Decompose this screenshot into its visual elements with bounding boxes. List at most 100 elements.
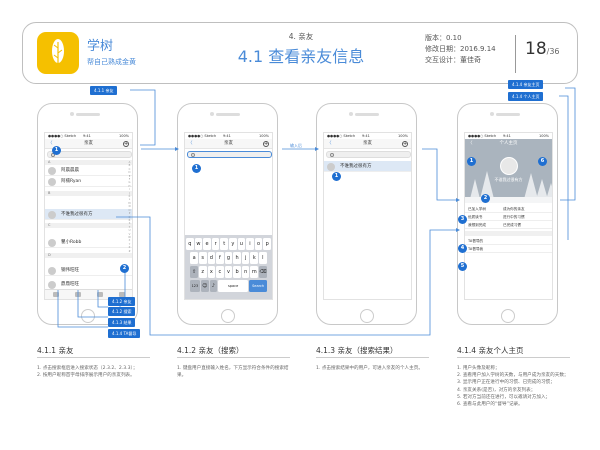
section-header	[465, 231, 552, 236]
stat-row: 已加入学树成为你的亲友	[465, 205, 552, 213]
nav-bar: 〈 亲友 +	[45, 139, 132, 149]
list-item[interactable]: 阿晨晨晨	[45, 165, 132, 176]
key-n[interactable]: n	[241, 266, 250, 278]
search-result-item[interactable]: 不谁我过很有方	[324, 161, 411, 172]
avatar	[48, 266, 56, 275]
key-q[interactable]: q	[186, 238, 194, 250]
add-friend-button[interactable]: +	[123, 141, 129, 147]
key-i[interactable]: i	[246, 238, 254, 250]
key-k[interactable]: k	[250, 252, 259, 264]
search-input[interactable]	[326, 151, 411, 158]
key-s[interactable]: s	[198, 252, 207, 264]
section-header: C	[45, 223, 132, 228]
section-label: 4. 亲友	[288, 32, 314, 41]
search-icon	[330, 153, 334, 157]
avatar	[48, 210, 56, 219]
key-c[interactable]: c	[216, 266, 224, 278]
annotation-badge-2: 2	[481, 194, 490, 203]
home-button	[81, 309, 95, 323]
section-description: 1. 点击搜索结果中的用户，可进入亲友的个人主页。	[316, 366, 423, 371]
stat-row: 我想到完成已完成习惯	[465, 221, 552, 229]
page-title: 4.1 查看亲友信息	[237, 47, 365, 66]
key-j[interactable]: j	[241, 252, 250, 264]
key-h[interactable]: h	[233, 252, 241, 264]
key-o[interactable]: o	[254, 238, 263, 250]
key-f[interactable]: f	[216, 252, 224, 264]
annotation-badge-6: 6	[538, 157, 547, 166]
annotation-note: 输入后	[290, 143, 302, 148]
key-e[interactable]: e	[203, 238, 211, 250]
key-x[interactable]: x	[207, 266, 216, 278]
list-item[interactable]: 钢伟旺旺	[45, 265, 132, 276]
add-friend-button[interactable]: +	[263, 141, 269, 147]
key-g[interactable]: g	[224, 252, 233, 264]
key-t[interactable]: t	[220, 238, 228, 250]
key-v[interactable]: v	[224, 266, 233, 278]
back-button[interactable]: 〈	[188, 141, 193, 146]
key-m[interactable]: m	[250, 266, 259, 278]
list-item-selected[interactable]: 不谁我过很有方	[45, 209, 132, 220]
avatar	[48, 238, 56, 247]
annotation-tag: 4.1.3 结果	[108, 318, 136, 327]
section-header: A	[45, 160, 132, 165]
section-title: 4.1.3 亲友（搜索结果）	[316, 346, 398, 355]
key-a[interactable]: a	[190, 252, 198, 264]
key-b[interactable]: b	[233, 266, 241, 278]
supervise-row[interactable]: TA督导的	[465, 237, 552, 245]
key-d[interactable]: d	[207, 252, 216, 264]
annotation-tag: 4.1.4 个人主页	[508, 92, 544, 101]
key-z[interactable]: z	[198, 266, 207, 278]
key-123[interactable]: 123	[189, 280, 200, 292]
annotation-badge-1: 1	[192, 164, 201, 173]
list-item[interactable]: 鼎鼎旺旺	[45, 279, 132, 290]
key-⌫[interactable]: ⌫	[259, 266, 267, 278]
key-y[interactable]: y	[229, 238, 237, 250]
nav-bar: 〈 个人主页	[465, 139, 552, 149]
section-title: 4.1.4 亲友个人主页	[457, 346, 524, 355]
key-u[interactable]: u	[237, 238, 246, 250]
key-⇧[interactable]: ⇧	[190, 266, 198, 278]
emoji-key[interactable]: ☺	[200, 280, 209, 292]
search-key[interactable]: Search	[249, 280, 268, 292]
list-item[interactable]: 瞿小Robb	[45, 237, 132, 248]
profile-name: 不谁我过很有方	[494, 177, 523, 182]
back-button[interactable]: 〈	[327, 141, 332, 146]
back-button[interactable]: 〈	[468, 141, 473, 146]
back-button[interactable]: 〈	[48, 141, 53, 146]
space-key[interactable]: space	[218, 280, 249, 292]
search-input-active[interactable]	[187, 151, 272, 158]
key-r[interactable]: r	[211, 238, 220, 250]
annotation-badge-2: 2	[120, 264, 129, 273]
home-button	[501, 309, 515, 323]
avatar	[48, 166, 56, 175]
add-friend-button[interactable]: +	[402, 141, 408, 147]
search-icon	[191, 153, 195, 157]
annotation-tag: 4.1.2 亲友	[108, 297, 136, 306]
divider	[515, 35, 516, 73]
home-button	[360, 309, 374, 323]
annotation-tag: 4.1.1 亲友	[90, 86, 118, 95]
mic-key[interactable]: ♪	[209, 280, 218, 292]
list-item[interactable]: 阿楠Ryan	[45, 176, 132, 187]
supervise-row[interactable]: TA督导我	[465, 245, 552, 253]
tab-habit[interactable]	[75, 292, 81, 297]
key-l[interactable]: l	[259, 252, 267, 264]
annotation-badge-5: 5	[458, 262, 467, 271]
tab-home[interactable]	[53, 292, 59, 297]
nav-title: 亲友	[363, 141, 372, 146]
document-header: 学树 帮自己熟成金黄 4. 亲友 4.1 查看亲友信息 版本：0.10 修改日期…	[22, 22, 578, 84]
key-w[interactable]: w	[194, 238, 203, 250]
divider	[316, 357, 429, 358]
stat-row: 优质读书进行中的习惯	[465, 213, 552, 221]
section-title: 4.1.1 亲友	[37, 346, 74, 355]
key-p[interactable]: p	[263, 238, 271, 250]
divider	[37, 357, 150, 358]
tab-friends[interactable]	[97, 292, 103, 297]
home-button	[221, 309, 235, 323]
